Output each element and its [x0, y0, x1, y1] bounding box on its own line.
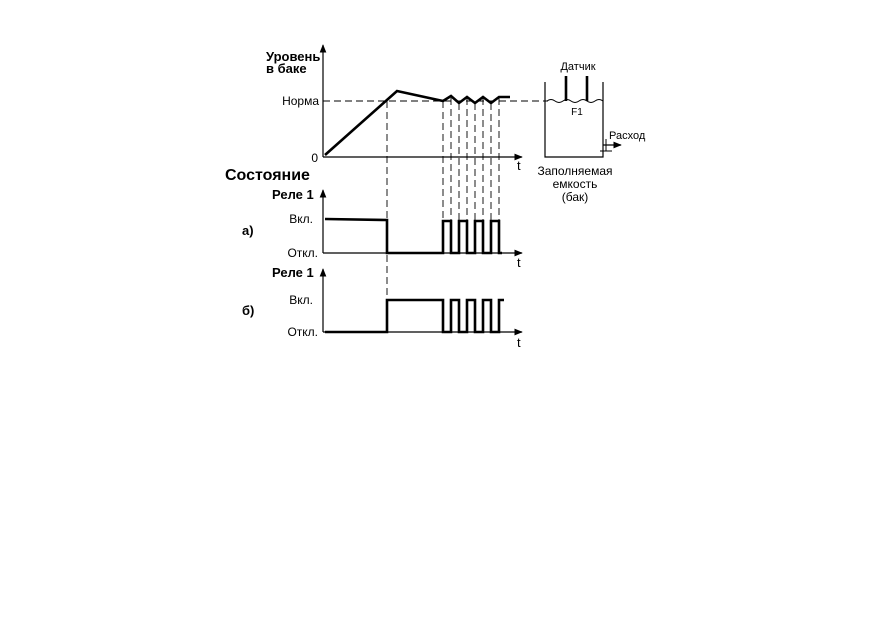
float-label: F1 — [571, 107, 583, 118]
sensor-label: Датчик — [560, 61, 595, 73]
state-heading: Состояние — [225, 167, 310, 184]
relay-b-label: Реле 1 — [272, 265, 314, 280]
level-ylabel-line2: в баке — [266, 61, 307, 76]
liquid-surface — [546, 99, 604, 103]
tank-caption-line2: емкость — [553, 177, 598, 191]
relay-a-label: Реле 1 — [272, 187, 314, 202]
relay-a-t-label: t — [517, 255, 521, 270]
relay-b-chart: Реле 1 Вкл. Откл. б) t — [242, 265, 523, 350]
relay-b-on-label: Вкл. — [289, 293, 313, 307]
relay-a-signal — [324, 217, 502, 255]
level-ylabel-line1: Уровень — [266, 49, 320, 64]
norm-label: Норма — [282, 94, 319, 108]
level-t-label: t — [517, 158, 521, 173]
relay-b-t-label: t — [517, 335, 521, 350]
relay-a-case-label: а) — [242, 223, 254, 238]
tank-body — [544, 82, 604, 158]
tank-caption-line3: (бак) — [562, 190, 589, 204]
tank-diagram: Датчик F1 Расход Заполняемая емкость (ба… — [537, 61, 645, 204]
relay-a-on-label: Вкл. — [289, 212, 313, 226]
relay-a-off-label: Откл. — [287, 246, 318, 260]
relay-b-case-label: б) — [242, 303, 254, 318]
tank-caption-line1: Заполняемая — [537, 164, 612, 178]
relay-b-off-label: Откл. — [287, 325, 318, 339]
tank-level-curve — [324, 89, 510, 156]
relay-b-signal — [325, 298, 504, 334]
level-chart: Уровень в баке Норма 0 t — [266, 44, 548, 173]
sync-lines — [386, 98, 500, 332]
outflow-label: Расход — [609, 130, 646, 142]
zero-label: 0 — [311, 151, 318, 165]
relay-a-chart: Реле 1 Вкл. Откл. а) t — [242, 187, 523, 270]
